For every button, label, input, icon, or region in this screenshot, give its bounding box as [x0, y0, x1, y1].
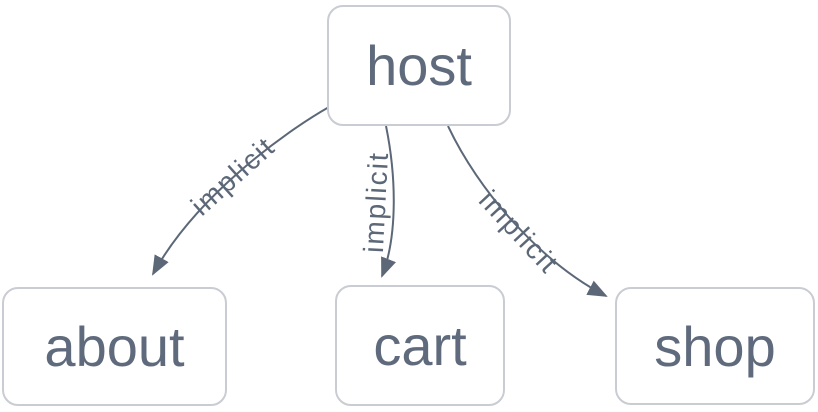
node-cart-label: cart — [373, 314, 467, 377]
edge-label-host-shop: implicit — [473, 184, 565, 279]
node-host-label: host — [366, 34, 472, 97]
edge-label-host-about: implicit — [185, 131, 281, 222]
node-shop-label: shop — [654, 314, 776, 378]
node-about: about — [2, 287, 227, 406]
node-shop: shop — [615, 287, 815, 405]
node-host: host — [327, 5, 511, 126]
edge-host-about — [152, 106, 330, 276]
node-about-label: about — [44, 315, 185, 378]
node-cart: cart — [335, 285, 505, 406]
edge-host-cart — [381, 125, 396, 278]
edge-label-host-cart: implicit — [358, 150, 394, 253]
edge-host-shop — [447, 125, 608, 297]
